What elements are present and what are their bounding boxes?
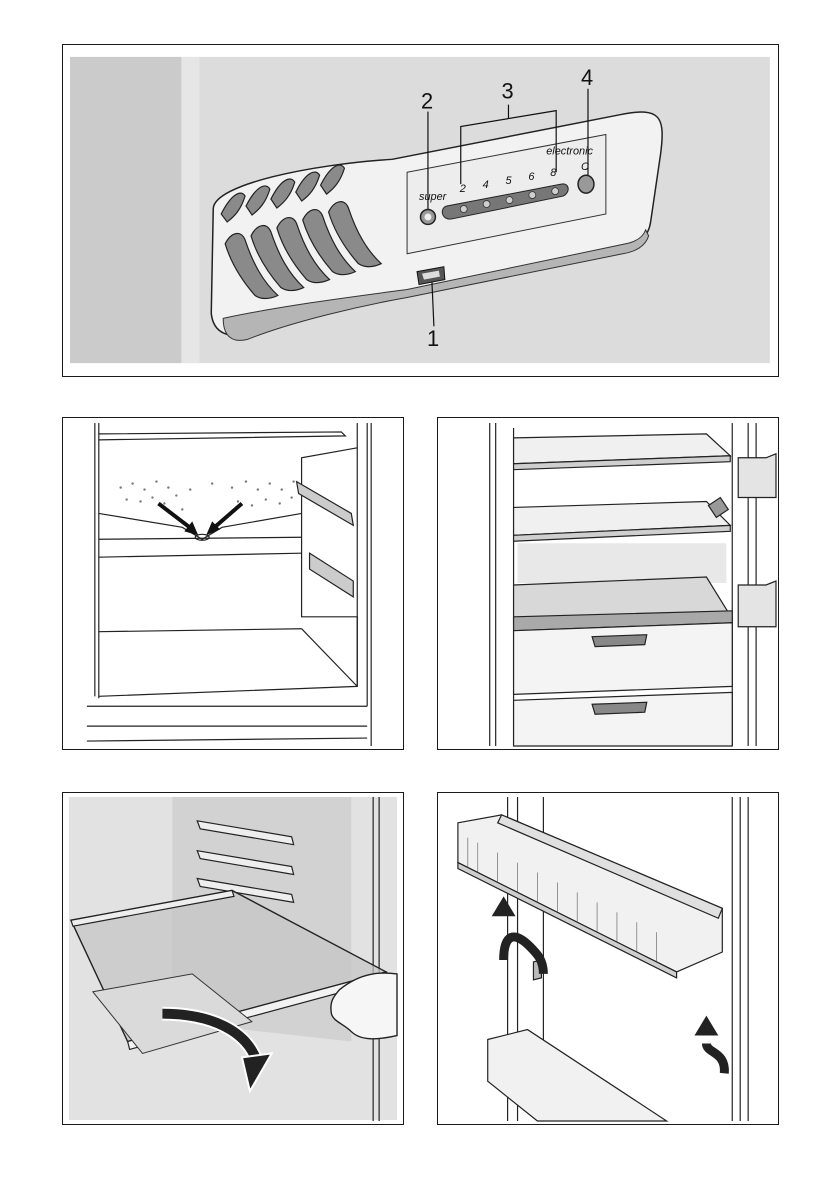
c-button[interactable] — [578, 175, 594, 193]
door-racks-illustration — [438, 793, 778, 1124]
shelves-illustration — [438, 418, 778, 749]
drawer-handle-lower[interactable] — [592, 702, 647, 714]
led-2 — [460, 206, 467, 213]
condensation-droplets — [119, 480, 294, 510]
scale-label-6: 6 — [528, 171, 535, 183]
scale-label-4: 4 — [483, 179, 489, 191]
lift-arrow-right-icon — [706, 1043, 724, 1073]
super-label: super — [419, 191, 447, 203]
drawer-handle-upper[interactable] — [592, 635, 647, 647]
side-wall — [70, 57, 181, 363]
fridge-drain-illustration — [63, 418, 403, 749]
lower-shelf-line — [99, 629, 302, 632]
crisper-drawer-upper[interactable] — [514, 623, 733, 695]
glass-shelf-illustration — [63, 793, 403, 1124]
scale-label-2: 2 — [459, 183, 466, 195]
door-rack-lower[interactable] — [488, 1030, 667, 1121]
super-button-lens-icon — [424, 213, 431, 220]
door-racks-figure — [437, 792, 779, 1125]
control-panel-illustration: super 2 4 5 6 8 electronic C — [63, 45, 778, 376]
top-shelf — [99, 432, 346, 440]
led-4 — [483, 201, 490, 208]
led-8 — [552, 188, 559, 195]
door-bin-lower — [738, 581, 776, 627]
drain-arrows — [158, 503, 241, 535]
callout-4: 4 — [581, 65, 593, 90]
brand-label: electronic — [546, 145, 593, 157]
shelves-figure — [437, 417, 779, 750]
glass-shelf-figure — [62, 792, 404, 1125]
callout-2: 2 — [421, 89, 433, 114]
led-6 — [529, 192, 536, 199]
right-arrow-icon — [212, 503, 242, 529]
control-panel-figure: super 2 4 5 6 8 electronic C — [62, 44, 779, 377]
callout-3: 3 — [502, 79, 514, 104]
door-bin-upper — [738, 454, 776, 498]
drain-channel — [99, 513, 302, 539]
crisper-drawer-lower[interactable] — [514, 692, 733, 746]
scale-label-5: 5 — [505, 175, 512, 187]
led-5 — [506, 197, 513, 204]
shelf-support-lower — [310, 553, 354, 597]
left-arrow-icon — [158, 503, 192, 529]
shelf-support-upper — [297, 482, 354, 526]
fridge-drain-figure — [62, 417, 404, 750]
wall-edge — [181, 57, 199, 363]
callout-1: 1 — [427, 326, 439, 351]
